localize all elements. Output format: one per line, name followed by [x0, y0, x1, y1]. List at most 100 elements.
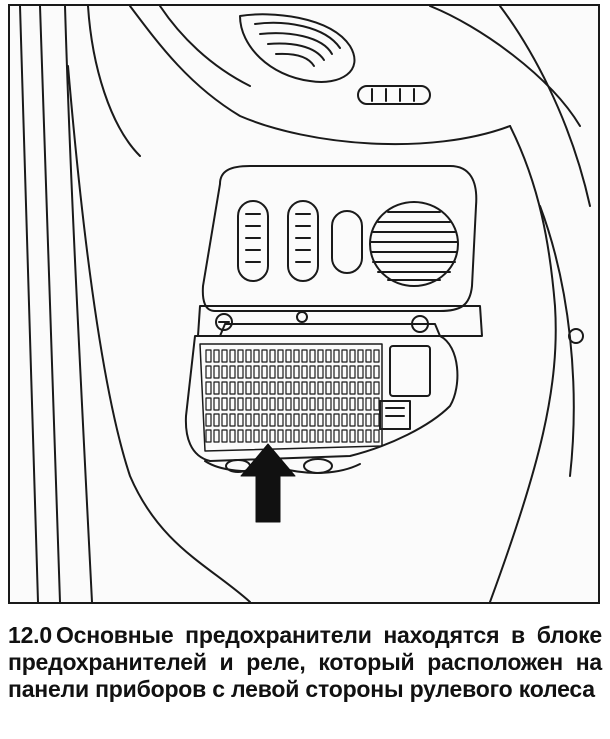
fuse: [205, 349, 212, 363]
fuse: [237, 381, 244, 395]
screw-right: [411, 315, 429, 333]
figure-illustration: [8, 4, 600, 604]
relay-block: [379, 345, 431, 430]
fuse: [309, 381, 316, 395]
switch-panel: [201, 165, 478, 312]
fuse: [357, 349, 364, 363]
fuse: [221, 429, 228, 443]
fuse: [221, 365, 228, 379]
screw-left: [215, 313, 233, 331]
left-pillar-lines: [19, 6, 251, 602]
fuse: [261, 349, 268, 363]
fuse: [357, 381, 364, 395]
fuse: [365, 365, 372, 379]
fuse: [245, 349, 252, 363]
fuse: [269, 397, 276, 411]
fuse: [285, 365, 292, 379]
fuse: [293, 429, 300, 443]
fuse: [309, 413, 316, 427]
fuse: [333, 413, 340, 427]
fuse: [349, 413, 356, 427]
fuse: [293, 397, 300, 411]
fuse: [349, 429, 356, 443]
fuse: [349, 365, 356, 379]
fuse: [325, 413, 332, 427]
fuse: [245, 429, 252, 443]
fuse: [213, 349, 220, 363]
fuse: [237, 349, 244, 363]
figure-number: 12.0: [8, 622, 52, 648]
fuse: [325, 365, 332, 379]
fuse: [341, 413, 348, 427]
fuse: [357, 429, 364, 443]
fuse: [205, 365, 212, 379]
fuse: [205, 381, 212, 395]
fuse: [229, 413, 236, 427]
fuse: [293, 349, 300, 363]
fuse-box-drawing: [19, 6, 591, 602]
fuse: [301, 349, 308, 363]
fuse: [229, 349, 236, 363]
fuse: [221, 413, 228, 427]
fuse: [349, 349, 356, 363]
fuse: [317, 381, 324, 395]
fuse: [269, 365, 276, 379]
fuse: [277, 397, 284, 411]
fuse: [365, 349, 372, 363]
fuse: [277, 413, 284, 427]
fuse: [309, 397, 316, 411]
fuse: [301, 381, 308, 395]
fuse: [221, 349, 228, 363]
fuse: [261, 429, 268, 443]
fuse: [245, 397, 252, 411]
fuse: [253, 349, 260, 363]
fuse: [237, 413, 244, 427]
fuse: [325, 381, 332, 395]
fuse: [373, 381, 380, 395]
fuse: [317, 429, 324, 443]
fuse: [341, 397, 348, 411]
fuse: [301, 365, 308, 379]
fuse: [341, 381, 348, 395]
upper-air-vent: [239, 13, 356, 83]
fuse: [261, 381, 268, 395]
fuse: [213, 381, 220, 395]
fuse: [301, 429, 308, 443]
fuse: [213, 397, 220, 411]
fuse: [285, 349, 292, 363]
rocker-switch-1: [237, 200, 269, 282]
fuse: [221, 381, 228, 395]
fuse: [285, 381, 292, 395]
fuse: [317, 365, 324, 379]
figure-caption-text: Основные предохранители находятся в блок…: [8, 622, 602, 702]
dashboard-outline: [129, 6, 591, 602]
fuse: [261, 413, 268, 427]
fuse: [317, 413, 324, 427]
fuse: [285, 397, 292, 411]
fuse: [205, 429, 212, 443]
fuse-grid: [205, 349, 380, 443]
fuse: [365, 413, 372, 427]
fuse: [269, 413, 276, 427]
blank-switch: [331, 210, 363, 274]
fuse: [373, 349, 380, 363]
fuse: [293, 381, 300, 395]
fuse: [285, 429, 292, 443]
fuse: [261, 365, 268, 379]
fuse: [365, 429, 372, 443]
fuse: [349, 397, 356, 411]
fuse: [269, 429, 276, 443]
fuse: [253, 381, 260, 395]
fuse: [253, 397, 260, 411]
speaker-grille: [369, 201, 459, 287]
fuse: [269, 381, 276, 395]
fuse: [229, 381, 236, 395]
fuse: [253, 429, 260, 443]
fuse: [277, 429, 284, 443]
fuse: [341, 429, 348, 443]
fuse: [309, 429, 316, 443]
fuse: [277, 365, 284, 379]
fuse: [269, 349, 276, 363]
fuse: [349, 381, 356, 395]
fuse: [229, 429, 236, 443]
